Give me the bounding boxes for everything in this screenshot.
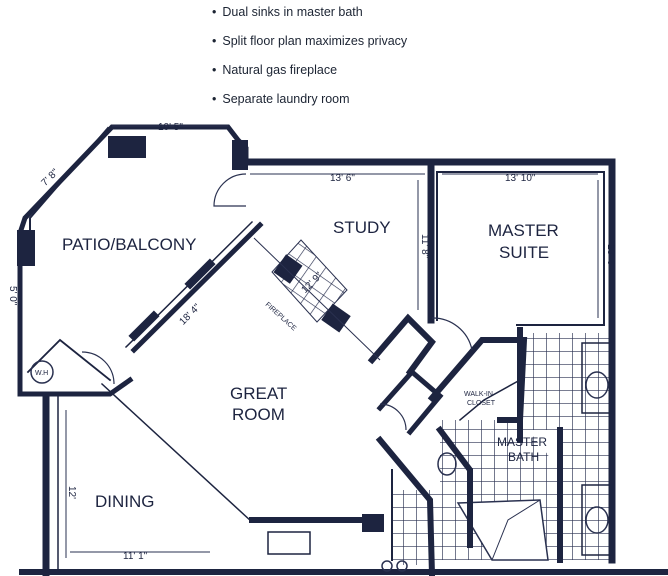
feature-item: Split floor plan maximizes privacy (212, 32, 407, 61)
room-label-master-line1: MASTER (488, 221, 559, 240)
walls (17, 124, 668, 576)
dim-master-width: 13' 10" (505, 173, 536, 184)
room-label-patio: PATIO/BALCONY (62, 235, 196, 254)
dim-patio-side: 5' 0" (7, 286, 18, 306)
room-label-closet-line2: CLOSET (467, 400, 496, 407)
feature-item: Dual sinks in master bath (212, 3, 407, 32)
dim-dining-depth: 12' (66, 486, 77, 499)
water-heater-label: W.H (35, 370, 48, 377)
room-label-closet-line1: WALK-IN (464, 391, 493, 398)
feature-item: Natural gas fireplace (212, 61, 407, 90)
patio-wall (17, 124, 249, 397)
door-swings (81, 173, 473, 431)
dimension-lines (65, 125, 599, 558)
room-label-great-line1: GREAT (230, 384, 287, 403)
room-label-study: STUDY (333, 218, 391, 237)
room-label-bath-line2: BATH (508, 450, 539, 464)
dim-master-depth: 13' 6" (605, 244, 616, 269)
dim-dining-width: 11' 1" (123, 551, 148, 562)
room-label-master-line2: SUITE (499, 243, 549, 262)
dim-study-depth: 11' 8" (419, 234, 430, 259)
room-label-dining: DINING (95, 492, 155, 511)
dim-study-width: 13' 6" (330, 173, 355, 184)
fireplace-label: FIREPLACE (264, 301, 298, 332)
room-label-bath-line1: MASTER (497, 435, 547, 449)
tile-floors (392, 333, 612, 565)
fixtures (30, 360, 609, 572)
dim-patio-top: 10' 5" (158, 122, 183, 133)
feature-item: Separate laundry room (212, 90, 407, 119)
feature-list: Dual sinks in master bath Split floor pl… (212, 3, 407, 119)
room-label-great-line2: ROOM (232, 405, 285, 424)
window-blocks (17, 136, 384, 532)
top-wall (242, 158, 616, 564)
